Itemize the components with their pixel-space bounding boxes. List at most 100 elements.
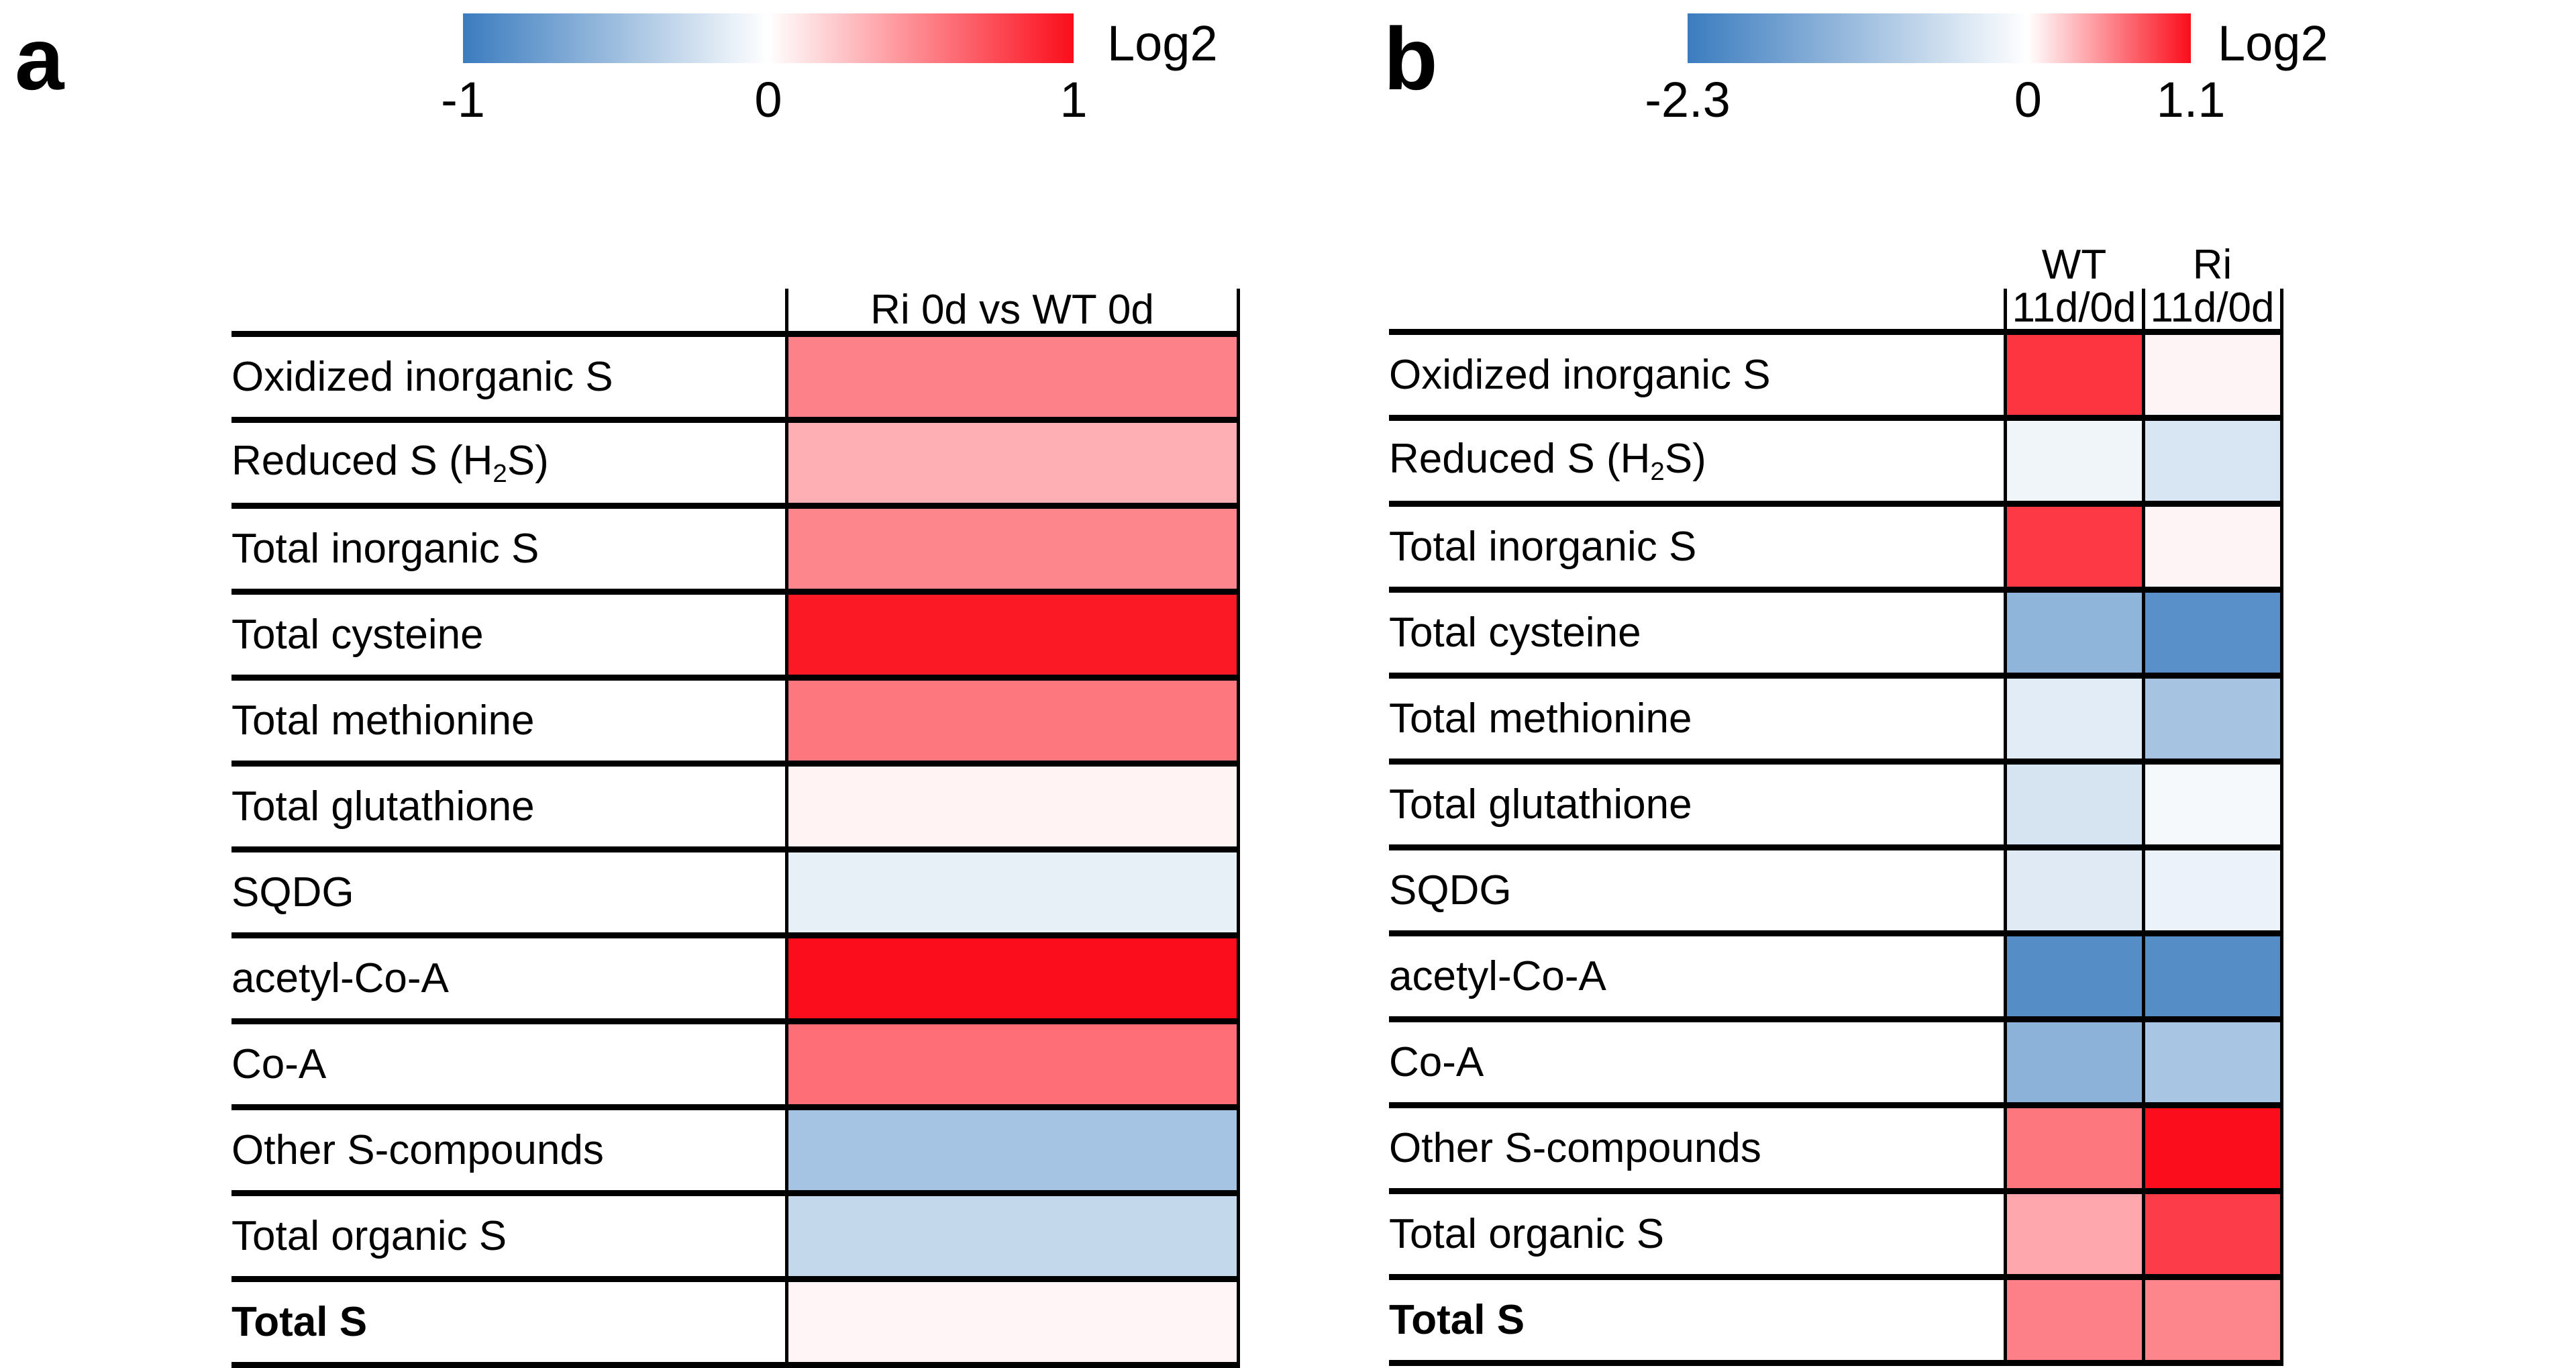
heatmap-cell <box>784 417 1240 506</box>
row-label: Reduced S (H2S) <box>1389 415 2005 504</box>
heatmap-cell <box>784 932 1240 1022</box>
heatmap-cell <box>2003 587 2145 676</box>
heatmap-cell <box>784 1190 1240 1279</box>
row-label: Other S-compounds <box>1389 1102 2005 1191</box>
table-row: Total organic S <box>231 1190 1240 1279</box>
table-row: SQDG <box>1389 844 2283 934</box>
colorbar-tick-label: -2.3 <box>1645 72 1731 128</box>
heatmap-cell <box>784 589 1240 678</box>
table-row: Total S <box>1389 1274 2283 1367</box>
panel-a-colorbar-gradient <box>463 13 1074 63</box>
column-header-sub-label: 11d/0d <box>2012 285 2136 332</box>
row-label: Total glutathione <box>1389 759 2005 848</box>
table-row: Oxidized inorganic S <box>231 331 1240 420</box>
column-header-sub-label: Ri 0d vs WT 0d <box>870 287 1154 333</box>
heatmap-cell <box>2141 1016 2283 1106</box>
table-row: Total S <box>231 1276 1240 1368</box>
row-label: Total S <box>231 1276 786 1368</box>
table-row: Other S-compounds <box>1389 1102 2283 1191</box>
row-label: Total S <box>1389 1274 2005 1367</box>
heatmap-cell <box>2003 673 2145 762</box>
heatmap-cell <box>2141 415 2283 504</box>
heatmap-cell <box>2141 1188 2283 1277</box>
row-label: Oxidized inorganic S <box>1389 329 2005 418</box>
heatmap-cell <box>2003 1274 2145 1367</box>
column-header-top-label: WT <box>2041 242 2107 288</box>
table-row: SQDG <box>231 846 1240 936</box>
panel-b-letter: b <box>1384 9 1438 108</box>
table-row: Reduced S (H2S) <box>1389 415 2283 504</box>
table-row: Total inorganic S <box>231 503 1240 592</box>
table-header-row: Ri 0d vs WT 0d <box>231 287 1240 334</box>
panel-a-colorbar-title: Log2 <box>1107 15 1218 71</box>
heatmap-cell <box>784 1276 1240 1368</box>
heatmap-cell <box>784 1104 1240 1193</box>
table-row: Total inorganic S <box>1389 501 2283 590</box>
colorbar-tick-label: 0 <box>754 72 782 128</box>
panel-a-table-head: Ri 0d vs WT 0d <box>231 287 1240 334</box>
table-row: acetyl-Co-A <box>231 932 1240 1022</box>
heatmap-cell <box>2141 930 2283 1020</box>
colorbar-tick-label: -1 <box>441 72 485 128</box>
colorbar-tick-label: 0 <box>2014 72 2042 128</box>
column-header-top-label: Ri <box>2192 242 2232 288</box>
column-header-1: Ri 0d vs WT 0d <box>784 287 1240 334</box>
row-label: Oxidized inorganic S <box>231 331 786 420</box>
panel-b-colorbar-gradient <box>1688 13 2191 63</box>
heatmap-cell <box>784 761 1240 850</box>
heatmap-cell <box>784 846 1240 936</box>
heatmap-cell <box>2003 759 2145 848</box>
panel-a: a -1 0 1 Log2 Ri 0d vs WT 0d Oxidized inor… <box>0 0 1308 1368</box>
colorbar-tick-label: 1 <box>1060 72 1088 128</box>
row-label: Co-A <box>231 1018 786 1108</box>
row-label: Total inorganic S <box>231 503 786 592</box>
heatmap-cell <box>784 331 1240 420</box>
heatmap-cell <box>2003 415 2145 504</box>
table-row: Total organic S <box>1389 1188 2283 1277</box>
heatmap-cell <box>2003 501 2145 590</box>
heatmap-cell <box>784 675 1240 764</box>
heatmap-cell <box>2003 930 2145 1020</box>
heatmap-cell <box>2003 1188 2145 1277</box>
row-label: Total organic S <box>1389 1188 2005 1277</box>
row-label: acetyl-Co-A <box>231 932 786 1022</box>
panel-a-letter: a <box>15 9 64 108</box>
row-label: Total cysteine <box>1389 587 2005 676</box>
heatmap-cell <box>2141 329 2283 418</box>
table-row: Co-A <box>231 1018 1240 1108</box>
table-row: Oxidized inorganic S <box>1389 329 2283 418</box>
row-label: Co-A <box>1389 1016 2005 1106</box>
row-label: Total glutathione <box>231 761 786 850</box>
row-label: SQDG <box>231 846 786 936</box>
heatmap-cell <box>2141 1102 2283 1191</box>
row-label: Total organic S <box>231 1190 786 1279</box>
table-row: acetyl-Co-A <box>1389 930 2283 1020</box>
table-header-corner <box>231 289 786 334</box>
heatmap-cell <box>2141 759 2283 848</box>
panel-a-colorbar-ticks: -1 0 1 <box>441 72 1087 129</box>
table-row: Total methionine <box>231 675 1240 764</box>
row-label: SQDG <box>1389 844 2005 934</box>
heatmap-cell <box>2003 844 2145 934</box>
panel-b-colorbar-title: Log2 <box>2218 15 2328 71</box>
table-row: Total glutathione <box>231 761 1240 850</box>
row-label: Total inorganic S <box>1389 501 2005 590</box>
row-label: Total methionine <box>231 675 786 764</box>
row-label: Other S-compounds <box>231 1104 786 1193</box>
heatmap-cell <box>2141 844 2283 934</box>
table-row: Total glutathione <box>1389 759 2283 848</box>
row-label: Reduced S (H2S) <box>231 417 786 506</box>
heatmap-cell <box>784 503 1240 592</box>
heatmap-cell <box>2003 1016 2145 1106</box>
heatmap-cell <box>2003 329 2145 418</box>
table-row: Total methionine <box>1389 673 2283 762</box>
table-row: Other S-compounds <box>231 1104 1240 1193</box>
